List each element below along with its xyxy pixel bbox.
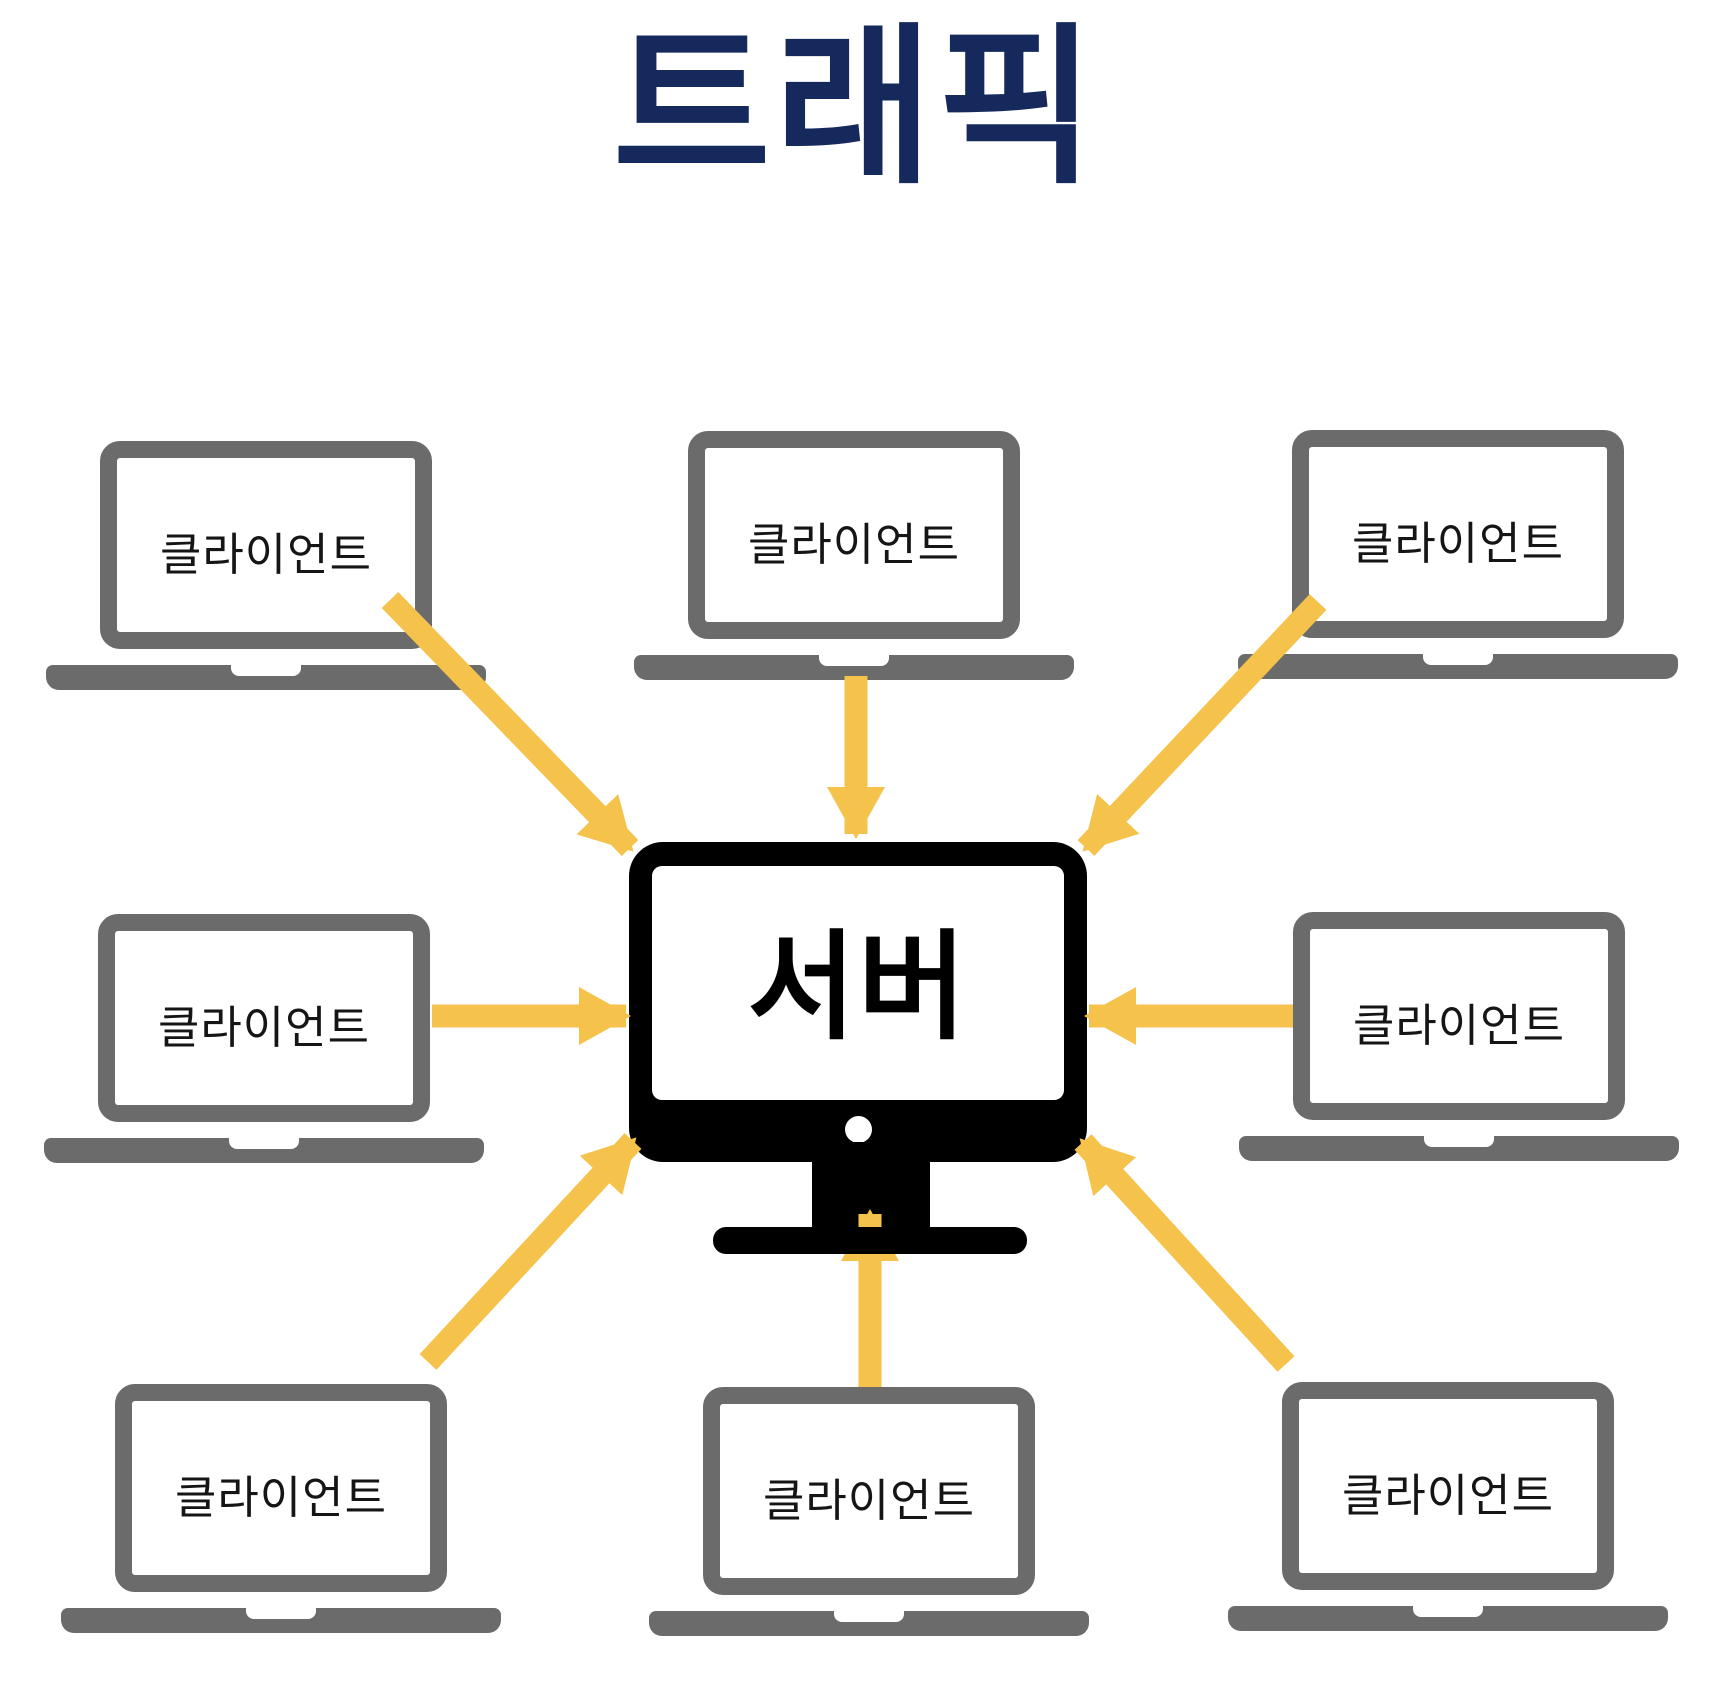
laptop-icon: 클라이언트	[115, 1384, 447, 1592]
laptop-notch	[246, 1608, 316, 1619]
client-laptop-middle-left: 클라이언트	[44, 914, 484, 1164]
laptop-base	[634, 655, 1074, 680]
laptop-icon: 클라이언트	[1292, 430, 1624, 638]
client-laptop-bottom-left: 클라이언트	[61, 1384, 501, 1634]
laptop-base	[61, 1608, 501, 1633]
client-label: 클라이언트	[1341, 1468, 1554, 1522]
laptop-icon: 클라이언트	[100, 441, 432, 649]
client-laptop-top-right: 클라이언트	[1238, 430, 1678, 680]
client-laptop-middle-right: 클라이언트	[1239, 912, 1679, 1162]
monitor-stand-neck	[812, 1142, 930, 1230]
laptop-icon: 클라이언트	[1282, 1382, 1614, 1590]
monitor-stand-base	[713, 1227, 1027, 1254]
laptop-base	[44, 1138, 484, 1163]
server-screen: 서버	[652, 866, 1064, 1100]
laptop-notch	[819, 655, 889, 666]
client-laptop-top-left: 클라이언트	[46, 441, 486, 691]
laptop-base	[1239, 1136, 1679, 1161]
laptop-notch	[231, 665, 301, 676]
laptop-icon: 클라이언트	[1293, 912, 1625, 1120]
camera-dot-icon	[845, 1116, 872, 1143]
laptop-icon: 클라이언트	[688, 431, 1020, 639]
desktop-monitor-icon: 서버	[629, 842, 1087, 1230]
page-title: 트래픽	[612, 7, 1100, 208]
laptop-base	[46, 665, 486, 690]
client-label: 클라이언트	[1352, 998, 1565, 1052]
client-laptop-bottom-center: 클라이언트	[649, 1387, 1089, 1637]
arrow-icon-bottom-left	[419, 1133, 642, 1370]
client-label: 클라이언트	[157, 1000, 370, 1054]
client-laptop-bottom-right: 클라이언트	[1228, 1382, 1668, 1632]
laptop-notch	[1423, 654, 1493, 665]
laptop-notch	[1413, 1606, 1483, 1617]
server: 서버	[629, 842, 1087, 1254]
laptop-icon: 클라이언트	[703, 1387, 1035, 1595]
client-laptop-top-center: 클라이언트	[634, 431, 1074, 681]
laptop-notch	[834, 1611, 904, 1622]
laptop-notch	[229, 1138, 299, 1149]
arrow-icon-bottom-right	[1074, 1134, 1295, 1372]
client-label: 클라이언트	[747, 517, 960, 571]
laptop-base	[1228, 1606, 1668, 1631]
laptop-base	[1238, 654, 1678, 679]
client-label: 클라이언트	[159, 527, 372, 581]
client-label: 클라이언트	[1351, 516, 1564, 570]
laptop-notch	[1424, 1136, 1494, 1147]
laptop-base	[649, 1611, 1089, 1636]
laptop-icon: 클라이언트	[98, 914, 430, 1122]
client-label: 클라이언트	[174, 1470, 387, 1524]
arrow-icon-top-right	[1077, 594, 1327, 856]
client-label: 클라이언트	[762, 1473, 975, 1527]
server-label: 서버	[747, 917, 969, 1056]
